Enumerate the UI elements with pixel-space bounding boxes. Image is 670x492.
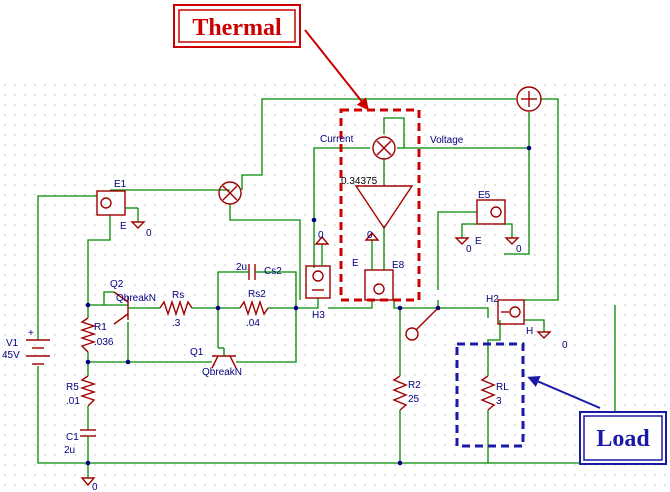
thermal-label: Thermal xyxy=(192,15,282,41)
e5-source xyxy=(454,199,520,245)
e8-source xyxy=(364,231,394,301)
r2-value: 25 xyxy=(408,394,420,405)
e5-label: E5 xyxy=(478,190,491,201)
c1-label: C1 xyxy=(66,432,79,443)
e1-label: E1 xyxy=(114,179,127,190)
r5-value: .01 xyxy=(66,396,80,407)
resistor-rl xyxy=(480,375,496,411)
rs-value: .3 xyxy=(172,318,181,329)
rl-value: 3 xyxy=(496,396,502,407)
q1-model: QbreakN xyxy=(202,367,242,378)
wires xyxy=(37,98,616,478)
resistor-r5 xyxy=(79,375,97,407)
c1-value: 2u xyxy=(64,445,75,456)
rs2-label: Rs2 xyxy=(248,289,266,300)
q1-label: Q1 xyxy=(190,347,204,358)
component-labels: Current Voltage 0.34375 E1 E 0 E5 E 0 0 … xyxy=(2,134,568,492)
rs-label: Rs xyxy=(172,290,184,301)
e8-gnd-label: 0 xyxy=(367,230,373,241)
resistor-rs xyxy=(159,299,193,317)
resistor-r2 xyxy=(392,375,408,411)
r5-label: R5 xyxy=(66,382,79,393)
main-gnd-label: 0 xyxy=(92,482,98,492)
h3-gnd-label: 0 xyxy=(318,230,324,241)
transistor-q1 xyxy=(211,347,237,369)
gain-block xyxy=(354,185,414,230)
e8-sub-label: E xyxy=(352,258,359,269)
r1-value: .036 xyxy=(94,337,114,348)
load-callout: Load xyxy=(455,342,667,465)
e5-gnd1-label: 0 xyxy=(466,244,472,255)
q2-model: QbreakN xyxy=(116,293,156,304)
e1-gnd-label: 0 xyxy=(146,228,152,239)
e5-gnd2-label: 0 xyxy=(516,244,522,255)
rl-label: RL xyxy=(496,382,509,393)
h2-gnd-label: 0 xyxy=(562,340,568,351)
thermal-dashed-box xyxy=(339,108,421,302)
cs2-value: 2u xyxy=(236,262,247,273)
e5-sub-label: E xyxy=(475,236,482,247)
capacitor-cs2 xyxy=(240,264,264,280)
cs2-label: Cs2 xyxy=(264,266,282,277)
e8-label: E8 xyxy=(392,260,405,271)
h3-source xyxy=(305,235,331,299)
rs2-value: .04 xyxy=(246,318,260,329)
e1-sub-label: E xyxy=(120,221,127,232)
h3-label: H3 xyxy=(312,310,325,321)
resistor-r1 xyxy=(79,317,97,353)
r2-label: R2 xyxy=(408,380,421,391)
voltage-probe xyxy=(405,307,439,341)
h2-label: H2 xyxy=(486,294,499,305)
v1-value: 45V xyxy=(2,350,20,361)
load-dashed-box xyxy=(455,342,525,448)
thermal-callout: Thermal xyxy=(173,4,421,302)
current-label: Current xyxy=(320,134,354,145)
v1-label: V1 xyxy=(6,338,19,349)
summer-block xyxy=(516,86,542,112)
capacitor-c1 xyxy=(80,429,96,446)
junctions xyxy=(85,145,532,466)
resistor-rs2 xyxy=(239,299,269,317)
multiplier-thermal xyxy=(372,136,396,160)
q2-label: Q2 xyxy=(110,279,124,290)
load-label: Load xyxy=(596,426,650,452)
h2-sub-label: H xyxy=(526,326,533,337)
r1-label: R1 xyxy=(94,322,107,333)
voltage-label: Voltage xyxy=(430,135,464,146)
transistor-q2 xyxy=(103,291,148,325)
gain-label: 0.34375 xyxy=(341,176,378,187)
v1-plus: + xyxy=(28,328,34,339)
v1-battery xyxy=(26,339,50,365)
ground-main xyxy=(80,477,96,487)
h2-source xyxy=(497,299,552,339)
e1-source xyxy=(96,190,146,229)
multiplier-left xyxy=(218,181,242,205)
